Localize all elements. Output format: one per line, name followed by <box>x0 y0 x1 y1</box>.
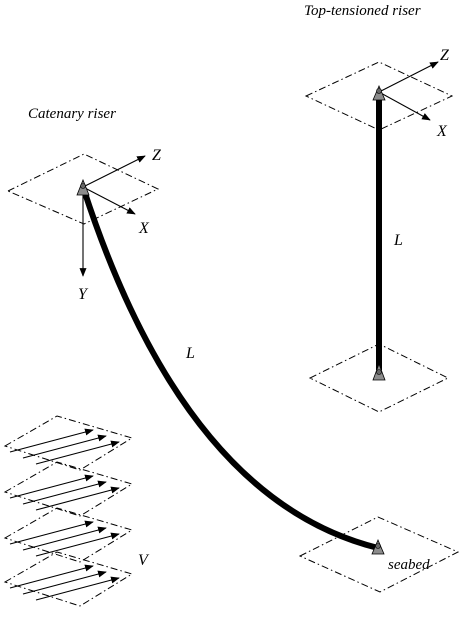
catenary-top-plane <box>6 153 160 225</box>
ttr-z-label: Z <box>440 47 449 64</box>
catenary-z-axis <box>82 155 146 188</box>
ttr-length-label: L <box>394 232 403 249</box>
pinned-support-icon <box>372 362 386 381</box>
current-plane <box>3 461 134 517</box>
current-plane <box>3 415 134 471</box>
ttr-top-plane <box>304 61 454 131</box>
catenary-x-label: X <box>139 220 149 237</box>
current-velocity-label: V <box>138 552 148 569</box>
catenary-riser-curve <box>81 187 381 551</box>
ttr-x-axis <box>378 91 431 121</box>
catenary-x-axis <box>82 186 136 215</box>
catenary-title: Catenary riser <box>28 106 116 122</box>
catenary-z-label: Z <box>152 147 161 164</box>
seabed-label: seabed <box>388 557 430 573</box>
current-plane <box>3 507 134 563</box>
catenary-y-label: Y <box>78 286 87 303</box>
current-arrows <box>9 428 120 601</box>
ttr-x-label: X <box>437 123 447 140</box>
current-plane <box>3 551 134 607</box>
pinned-support-icon <box>372 84 386 101</box>
pinned-support-icon <box>76 178 90 196</box>
seabed-plane <box>298 516 460 593</box>
ttr-title: Top-tensioned riser <box>304 3 421 19</box>
catenary-length-label: L <box>186 345 195 362</box>
pinned-support-icon <box>371 538 385 555</box>
ttr-z-axis <box>378 61 439 93</box>
